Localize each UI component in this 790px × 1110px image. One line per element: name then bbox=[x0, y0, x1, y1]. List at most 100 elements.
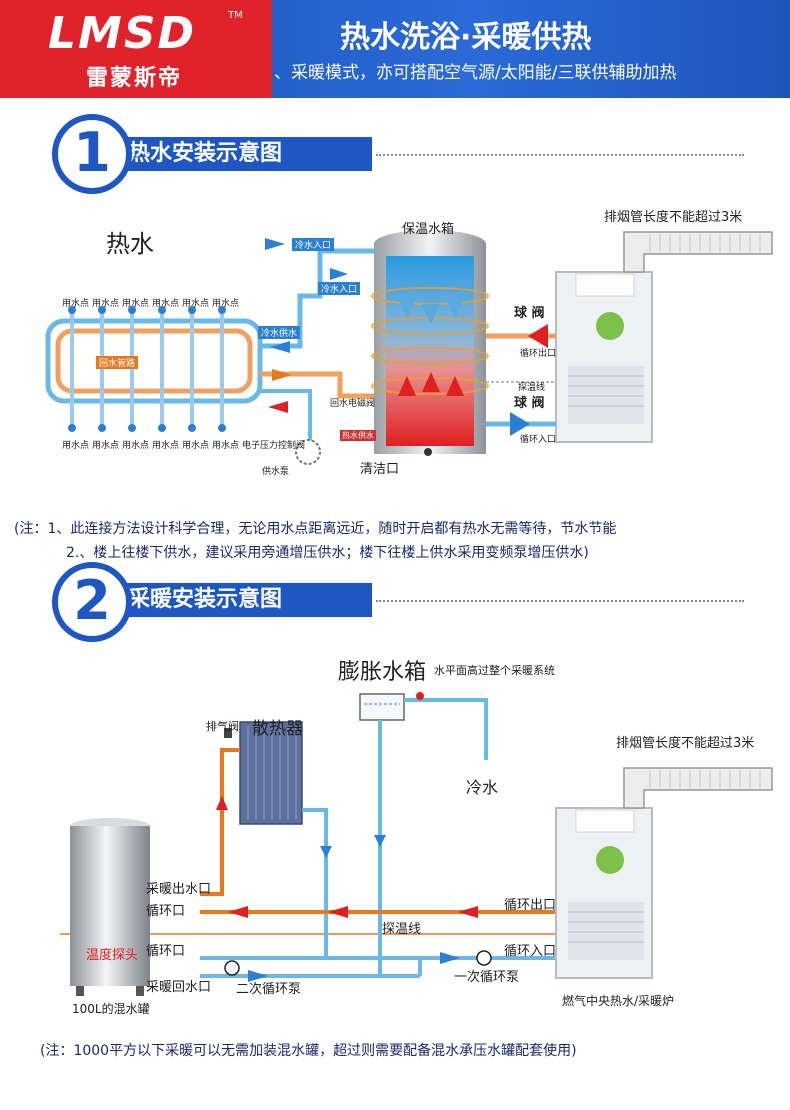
cold-inlet-tag-2: 冷水入口 bbox=[318, 282, 361, 295]
flue-corrugation bbox=[649, 234, 761, 252]
heat-out-label: 采暖出水口 bbox=[146, 882, 212, 897]
water-point-label: 用水点 bbox=[92, 441, 120, 451]
cold-supply-pipe bbox=[260, 248, 375, 349]
heat-out-arrow-1 bbox=[228, 906, 248, 918]
loop-in-label-2: 循环入口 bbox=[504, 944, 557, 959]
clean-port-label: 清洁口 bbox=[360, 462, 400, 477]
radiator-supply-pipe bbox=[200, 748, 240, 896]
boiler-display bbox=[575, 273, 635, 297]
boiler-vent-grill bbox=[568, 902, 644, 960]
expansion-tank-note: 水平面高过整个采暖系统 bbox=[434, 664, 555, 677]
vent-valve-icon bbox=[224, 728, 232, 738]
radiator-supply-arrow bbox=[216, 796, 228, 810]
cold-in-arrow bbox=[265, 238, 285, 250]
tank-water bbox=[386, 256, 474, 446]
section1-title: 热水安装示意图 bbox=[110, 137, 372, 171]
hot-supply-tag: 热水供水 bbox=[340, 430, 376, 441]
section2-divider bbox=[376, 600, 744, 602]
water-point-label: 用水点 bbox=[92, 299, 120, 309]
loop-in-arrow bbox=[440, 952, 460, 964]
supply-pump-label: 供水泵 bbox=[262, 467, 290, 477]
cold-inlet-tag: 冷水入口 bbox=[292, 238, 335, 251]
primary-pump-icon bbox=[476, 950, 492, 966]
water-point-label: 用水点 bbox=[62, 299, 90, 309]
return-valve-label: 回水电磁阀 bbox=[330, 399, 376, 409]
mix-tank-label: 100L的混水罐 bbox=[72, 1002, 150, 1016]
hot-supply-pipe bbox=[260, 371, 375, 399]
cold-water-label: 冷水 bbox=[466, 778, 499, 797]
note2-line1: (注：1000平方以下采暖可以无需加装混水罐，超过则需要配备混水承压水罐配套使用… bbox=[40, 1043, 577, 1059]
brand-name-cn: 雷蒙斯帝 bbox=[86, 66, 183, 91]
riser-pipes bbox=[70, 308, 224, 428]
flue-pipe bbox=[623, 767, 773, 809]
expansion-flow-arrow bbox=[374, 835, 386, 847]
heat-out-arrow-2 bbox=[328, 906, 348, 918]
return-arrow bbox=[248, 970, 268, 982]
trademark-mark: TM bbox=[228, 10, 243, 21]
cold-down-arrows bbox=[398, 298, 464, 324]
cold-water-pipe bbox=[404, 698, 488, 760]
tank-label: 保温水箱 bbox=[402, 222, 455, 237]
heating-diagram bbox=[60, 692, 773, 996]
water-point-label: 用水点 bbox=[122, 441, 150, 451]
loop-in-arrow bbox=[510, 412, 530, 436]
flue-length-label: 排烟管长度不能超过3米 bbox=[604, 210, 743, 225]
boiler-display bbox=[575, 809, 635, 833]
pressure-valve-label: 电子压力控制阀 bbox=[242, 441, 306, 451]
loop-port-label-2: 循环口 bbox=[146, 944, 186, 959]
hot-water-label: 热水 bbox=[106, 230, 154, 258]
expansion-valve-icon bbox=[416, 692, 424, 700]
mix-tank-leg bbox=[136, 986, 144, 996]
water-point-label: 用水点 bbox=[212, 441, 240, 451]
ball-valve-label-2: 球 阀 bbox=[514, 396, 545, 411]
cold-in-arrow-2 bbox=[330, 268, 348, 280]
expansion-tank-box bbox=[359, 693, 405, 721]
secondary-pump-icon bbox=[224, 960, 240, 976]
boiler-badge-icon bbox=[596, 312, 624, 340]
cold-supply-tag: 冷水供水 bbox=[258, 326, 301, 339]
boiler-badge-icon bbox=[596, 846, 624, 874]
note1-line1: (注：1、此连接方法设计科学合理，无论用水点距离远近，随时开启都有热水无需等待，… bbox=[14, 521, 617, 537]
heat-out-arrow-3 bbox=[458, 906, 478, 918]
mix-tank-body bbox=[70, 826, 150, 986]
section1-number: 1 bbox=[52, 114, 132, 194]
radiator-return-pipe bbox=[302, 808, 328, 918]
ball-valve-label-1: 球 阀 bbox=[514, 306, 545, 321]
temp-probe-label: 温度探头 bbox=[86, 948, 139, 963]
flue-pipe bbox=[623, 231, 773, 273]
boiler-grill-lines bbox=[568, 375, 644, 407]
return-loop-pipe bbox=[55, 328, 253, 394]
water-point-label: 用水点 bbox=[122, 299, 150, 309]
water-point-label: 用水点 bbox=[182, 441, 210, 451]
mix-tank-leg bbox=[76, 986, 84, 996]
temp-line-label-2: 探温线 bbox=[382, 922, 422, 937]
loop-out-label: 循环出口 bbox=[520, 349, 557, 359]
boiler-vent-grill bbox=[568, 366, 644, 424]
loop-out-label-2: 循环出口 bbox=[504, 898, 557, 913]
secondary-pump-label: 二次循环泵 bbox=[236, 982, 302, 997]
cold-supply-arrow bbox=[270, 341, 290, 353]
note1-line2: 2.、楼上往楼下供水，建议采用旁通增压供水；楼下往楼上供水采用变频泵增压供水) bbox=[66, 545, 589, 561]
radiator-label: 散热器 bbox=[252, 719, 303, 739]
clean-port-icon bbox=[424, 448, 432, 456]
section2-title: 采暖安装示意图 bbox=[110, 583, 372, 617]
hot-up-arrows bbox=[398, 372, 464, 396]
vent-valve-label: 排气阀 bbox=[206, 720, 239, 733]
supply-loop-pipe bbox=[45, 318, 263, 404]
water-point-label: 用水点 bbox=[212, 299, 240, 309]
logo-box bbox=[0, 0, 272, 98]
primary-pump-label: 一次循环泵 bbox=[454, 970, 520, 985]
section2-number: 2 bbox=[52, 562, 132, 642]
water-point-faucets bbox=[68, 306, 226, 432]
flue-corrugation bbox=[649, 770, 761, 788]
loop-port-label-1: 循环口 bbox=[146, 904, 186, 919]
page-subtitle: 、采暖模式，亦可搭配空气源/太阳能/三联供辅助加热 bbox=[274, 63, 677, 83]
supply-pump-icon bbox=[295, 439, 321, 465]
radiator-fins bbox=[247, 726, 297, 820]
pump-pipe bbox=[260, 389, 312, 444]
section1-divider bbox=[376, 154, 744, 156]
water-point-label: 用水点 bbox=[182, 299, 210, 309]
flue-length-label-2: 排烟管长度不能超过3米 bbox=[616, 736, 755, 751]
boiler-grill-lines bbox=[568, 911, 644, 943]
loop-in-label: 循环入口 bbox=[520, 435, 557, 445]
